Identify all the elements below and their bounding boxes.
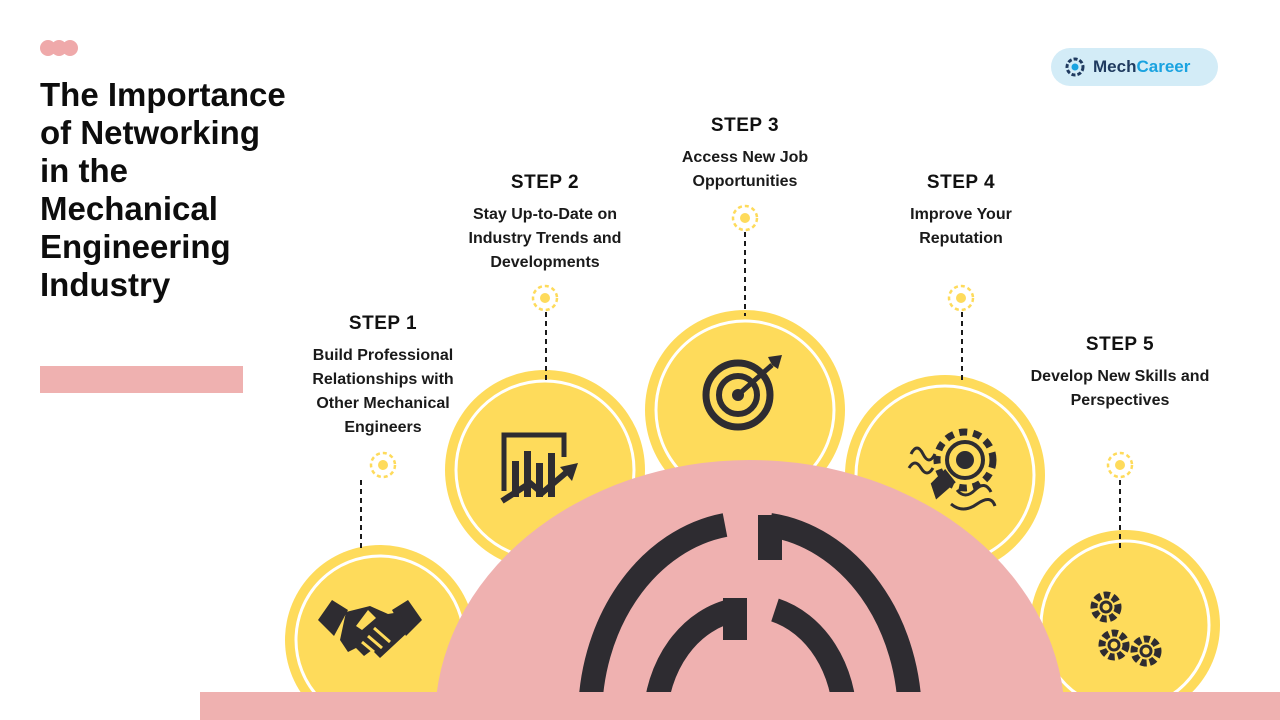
target-icon xyxy=(702,355,782,431)
step-4-dot xyxy=(947,284,975,312)
gears-icon xyxy=(1090,591,1162,667)
step-4-text: Improve Your Reputation xyxy=(910,206,1012,247)
step-3-dot xyxy=(731,204,759,232)
step-5-text: Develop New Skills and Perspectives xyxy=(1030,368,1210,409)
connector-dots xyxy=(369,204,1134,479)
step-2-text: Stay Up-to-Date on Industry Trends and D… xyxy=(468,206,622,271)
title-decoration xyxy=(40,40,78,56)
brand-logo: MechCareer xyxy=(1051,48,1218,86)
step-3-label: STEP 3 xyxy=(710,115,780,136)
step-5-dot xyxy=(1106,451,1134,479)
page-title: The Importance of Networking in the Mech… xyxy=(40,76,286,303)
step-1-text: Build Professional Relationships with Ot… xyxy=(312,347,454,436)
step-5-label: STEP 5 xyxy=(1085,334,1155,355)
step-1: STEP 1 Build Professional Relationships … xyxy=(290,313,476,440)
step-2: STEP 2 Stay Up-to-Date on Industry Trend… xyxy=(448,172,642,275)
step-3-text: Access New Job Opportunities xyxy=(681,149,809,190)
step-3: STEP 3 Access New Job Opportunities xyxy=(660,115,830,194)
bottom-bar xyxy=(200,692,1280,720)
brand-name-part1: Mech xyxy=(1093,57,1137,76)
step-4: STEP 4 Improve Your Reputation xyxy=(886,172,1036,251)
step-1-dot xyxy=(369,451,397,479)
step-2-label: STEP 2 xyxy=(510,172,580,193)
brand-name: MechCareer xyxy=(1093,58,1190,76)
handshake-icon xyxy=(318,600,422,658)
step-4-label: STEP 4 xyxy=(926,172,996,193)
title-underline-bar xyxy=(40,366,243,393)
connector-lines xyxy=(360,232,1121,548)
gear-icon xyxy=(1065,57,1085,77)
brand-name-part2: Career xyxy=(1136,57,1191,76)
step-2-dot xyxy=(531,284,559,312)
step-1-label: STEP 1 xyxy=(348,313,418,334)
bulb-gear-icon xyxy=(907,428,997,511)
step-5: STEP 5 Develop New Skills and Perspectiv… xyxy=(1030,334,1210,413)
growth-chart-icon xyxy=(500,432,578,504)
